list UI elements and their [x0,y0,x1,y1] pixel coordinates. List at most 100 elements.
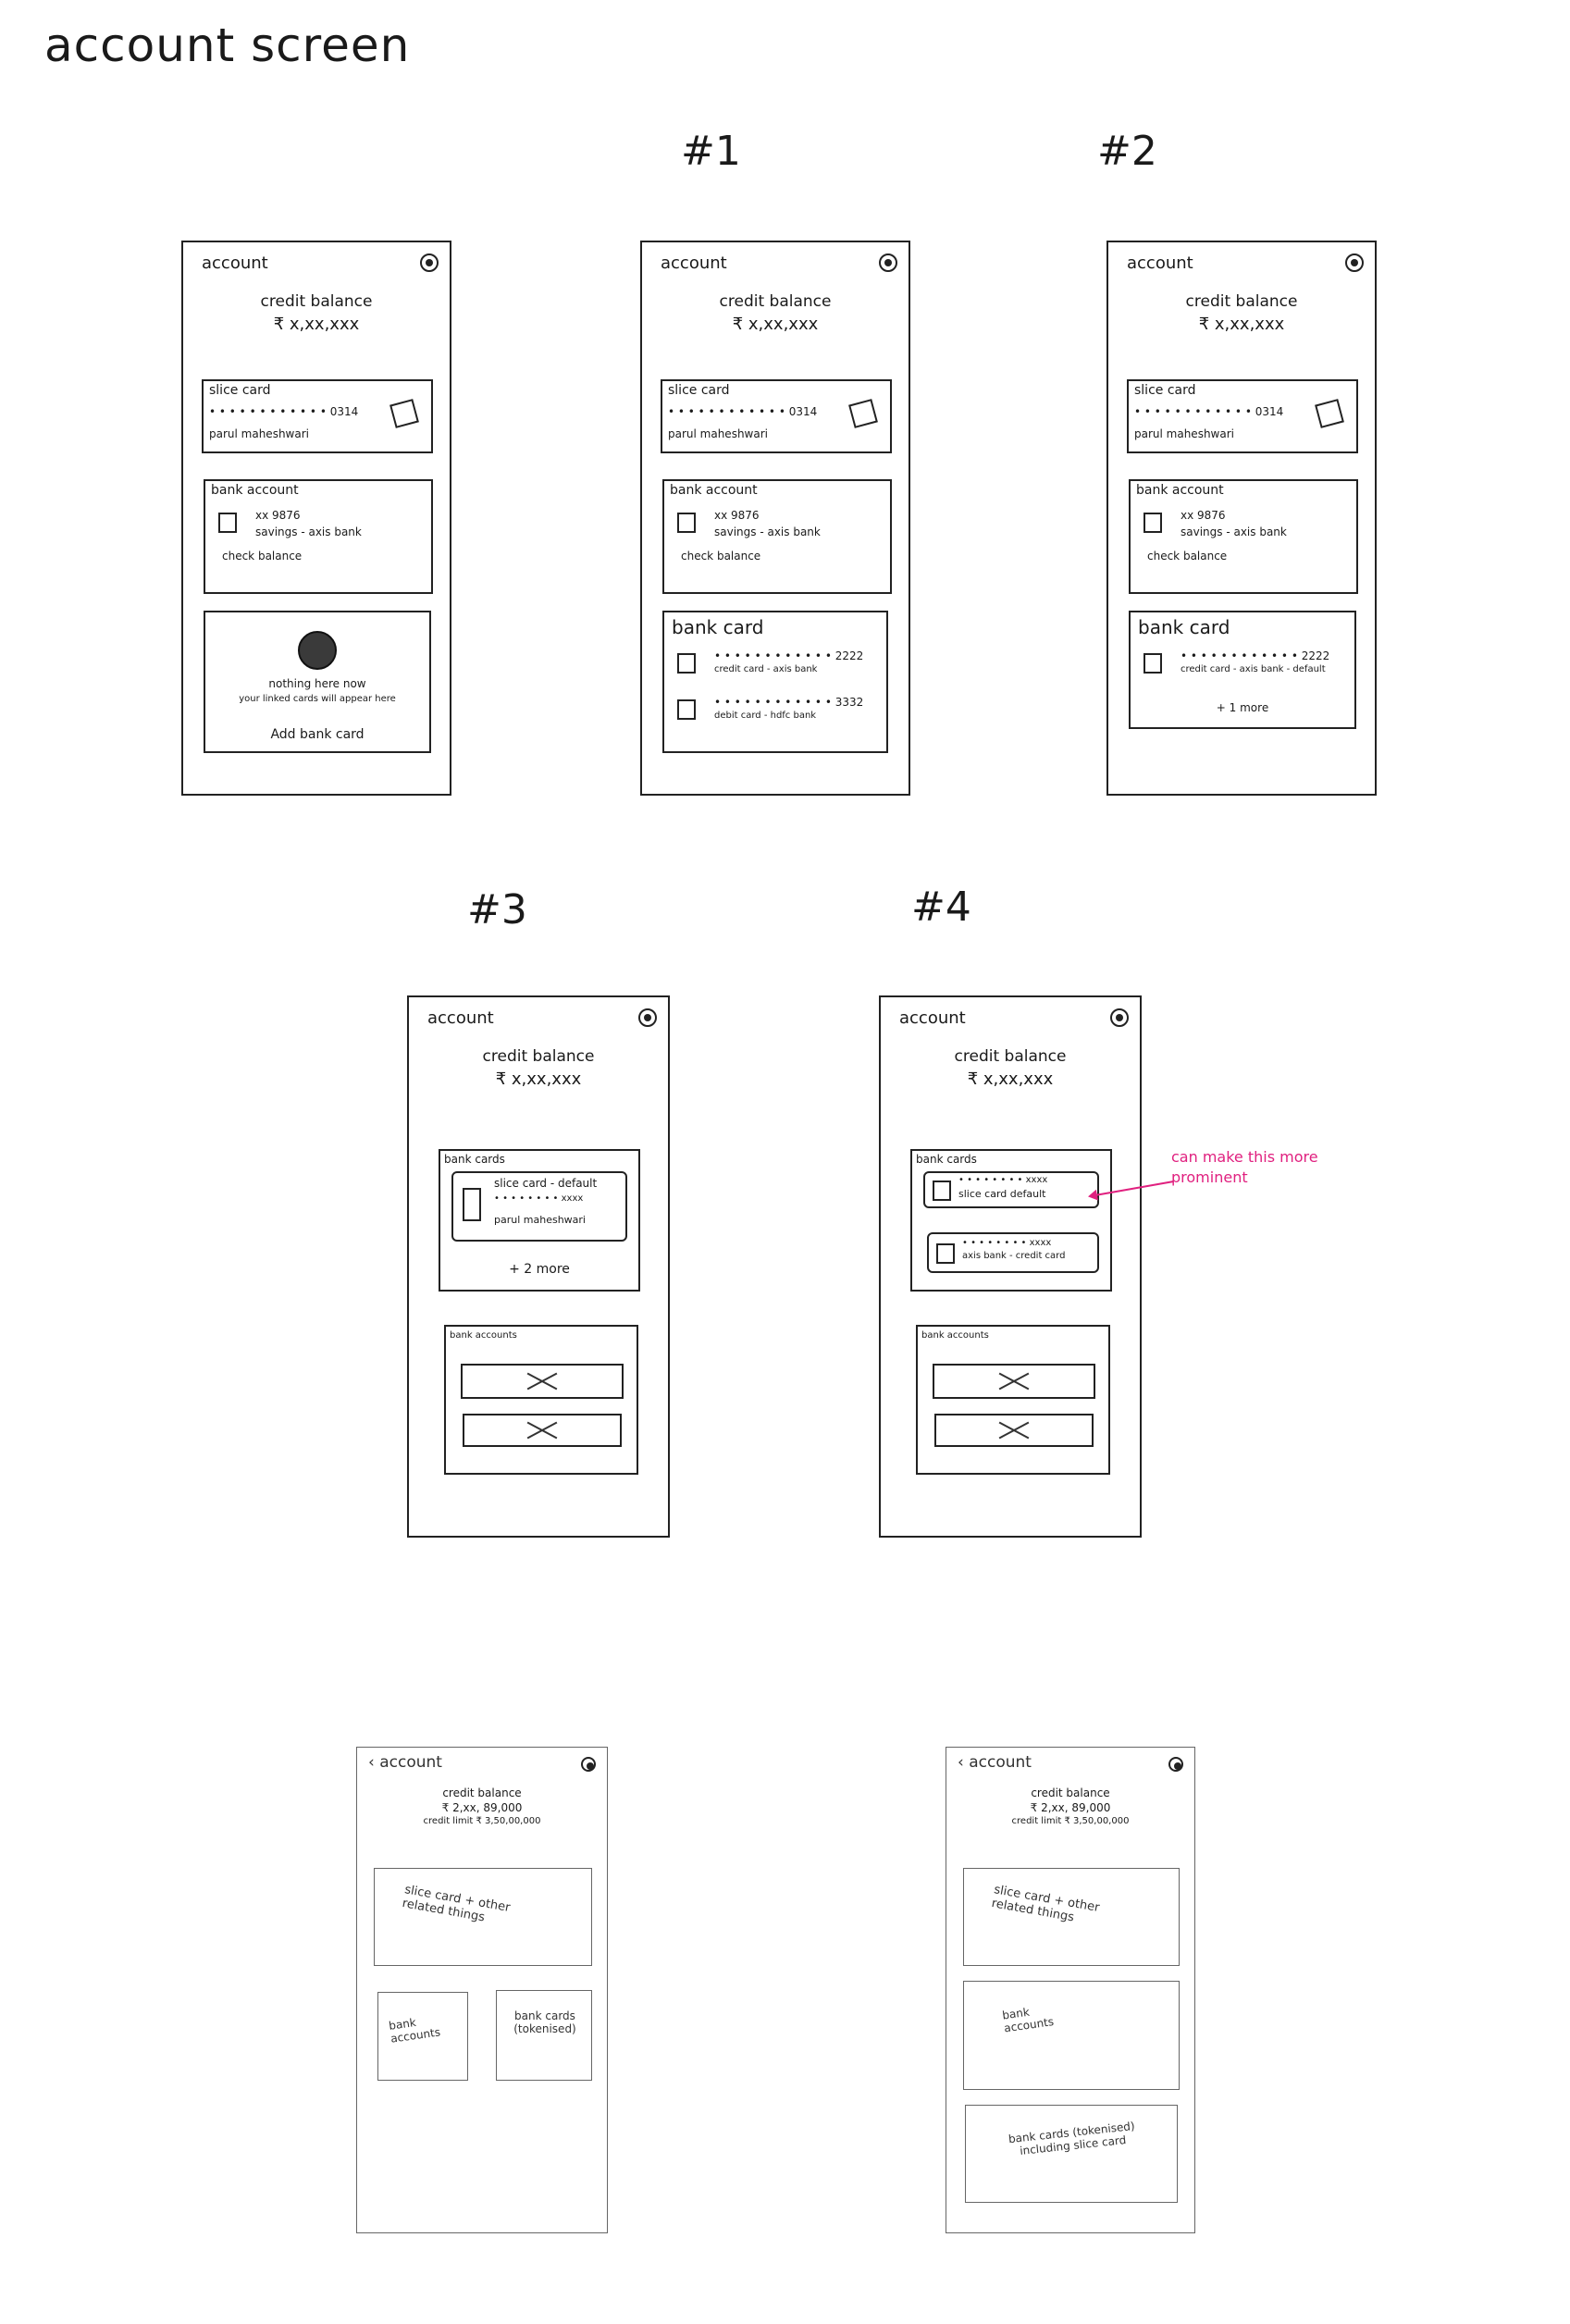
bank-cards-text: bank cards (tokenised) including slice c… [1008,2119,1136,2157]
card-icon [389,399,419,428]
credit-limit: credit limit ₹ 3,50,00,000 [423,1816,541,1826]
card-icon [463,1188,481,1221]
account-number: xx 9876 [255,509,301,522]
card-2-number: • • • • • • • • • • • • 3332 [714,696,864,709]
bank-account-label: bank account [211,483,299,498]
bank-cards-label: bank cards [444,1153,505,1166]
back-chevron-icon[interactable]: ‹ [368,1753,380,1772]
card-1-number: • • • • • • • • xxxx [958,1175,1048,1185]
card-icon [1144,653,1162,674]
wireframe-screen-5: ‹ account credit balance ₹ 2,xx, 89,000 … [356,1747,608,2233]
bank-accounts-box[interactable]: bank accounts [377,1992,468,2081]
avatar-icon[interactable] [638,1008,657,1027]
screen-header: account [427,1008,494,1028]
label-1: #1 [681,128,741,175]
bank-card-box[interactable]: bank card • • • • • • • • • • • • 2222 c… [662,611,888,753]
credit-balance-amount: ₹ x,xx,xxx [1198,315,1285,334]
slice-card-name: parul maheshwari [209,427,309,440]
avatar-icon[interactable] [581,1757,596,1772]
card-1-type: slice card default [958,1188,1046,1200]
placeholder-account-1[interactable] [933,1364,1095,1399]
slice-card-name: parul maheshwari [668,427,768,440]
credit-balance-label: credit balance [260,292,373,311]
placeholder-account-2[interactable] [463,1414,622,1447]
credit-balance: credit balance ₹ x,xx,xxx [881,1047,1140,1089]
back-chevron-icon[interactable]: ‹ [958,1753,970,1772]
avatar-icon[interactable] [420,253,439,272]
avatar-icon[interactable] [1168,1757,1183,1772]
empty-state-icon [298,631,337,670]
card-2-type: debit card - hdfc bank [714,711,817,721]
slice-card-box[interactable]: slice card • • • • • • • • • • • • 0314 … [1127,379,1358,453]
bank-card-label: bank card [672,616,764,638]
credit-balance: credit balance ₹ x,xx,xxx [1108,292,1375,334]
slice-card-number: • • • • • • • • • • • • 0314 [668,405,818,418]
bank-cards-label: bank cards [916,1153,977,1166]
bank-cards-box[interactable]: bank cards (tokenised) including slice c… [965,2105,1178,2203]
avatar-icon[interactable] [1110,1008,1129,1027]
slice-card-label: slice card [668,383,730,398]
slice-related-box[interactable]: slice card + other related things [963,1868,1180,1966]
credit-balance-label: credit balance [1031,1786,1110,1799]
bank-cards-box: bank cards slice card - default • • • • … [439,1149,640,1292]
credit-balance: credit balance ₹ x,xx,xxx [183,292,450,334]
card-item-2[interactable]: • • • • • • • • xxxx axis bank - credit … [927,1232,1099,1273]
bank-account-box[interactable]: bank account xx 9876 savings - axis bank… [204,479,433,594]
add-bank-card-button[interactable]: Add bank card [270,727,365,742]
more-cards-link[interactable]: + 1 more [1216,701,1269,714]
bank-accounts-box[interactable]: bank accounts [963,1981,1180,2090]
slice-card-box[interactable]: slice card • • • • • • • • • • • • 0314 … [661,379,892,453]
slice-related-box[interactable]: slice card + other related things [374,1868,592,1966]
slice-card-label: slice card [209,383,271,398]
credit-balance-amount: ₹ x,xx,xxx [273,315,360,334]
card-item-1[interactable]: • • • • • • • • xxxx slice card default [923,1171,1099,1208]
slice-card-label: slice card [1134,383,1196,398]
bank-card-label: bank card [1138,616,1230,638]
credit-balance-label: credit balance [719,292,832,311]
credit-balance: credit balance ₹ x,xx,xxx [409,1047,668,1089]
avatar-icon[interactable] [1345,253,1364,272]
bank-cards-text: bank cards (tokenised) [513,2009,576,2035]
avatar-icon[interactable] [879,253,897,272]
account-type: savings - axis bank [714,525,821,538]
card-2-type: axis bank - credit card [962,1251,1066,1261]
card-icon [1315,399,1344,428]
placeholder-account-2[interactable] [934,1414,1094,1447]
credit-balance-amount: ₹ x,xx,xxx [967,1069,1054,1089]
card-2-number: • • • • • • • • xxxx [962,1238,1052,1248]
credit-balance-label: credit balance [442,1786,522,1799]
empty-title: nothing here now [268,677,366,690]
account-type: savings - axis bank [255,525,362,538]
credit-balance-amount: ₹ 2,xx, 89,000 [441,1801,523,1814]
slice-card-item[interactable]: slice card - default • • • • • • • • xxx… [451,1171,627,1242]
check-balance-link[interactable]: check balance [222,550,303,562]
account-number: xx 9876 [714,509,760,522]
card-1-default: credit card - axis bank - default [1181,664,1326,674]
wireframe-screen-initial: account credit balance ₹ x,xx,xxx slice … [181,241,451,796]
credit-balance-amount: ₹ x,xx,xxx [732,315,819,334]
placeholder-account-1[interactable] [461,1364,624,1399]
bank-account-box[interactable]: bank account xx 9876 savings - axis bank… [1129,479,1358,594]
screen-header: account [202,253,268,273]
bank-accounts-label: bank accounts [450,1330,517,1341]
slice-related-text: slice card + other related things [990,1883,1101,1925]
slice-card-box[interactable]: slice card • • • • • • • • • • • • 0314 … [202,379,433,453]
check-balance-link[interactable]: check balance [681,550,761,562]
more-cards-link[interactable]: + 2 more [509,1262,570,1277]
wireframe-screen-2: account credit balance ₹ x,xx,xxx slice … [1106,241,1377,796]
bank-accounts-box: bank accounts [444,1325,638,1475]
bank-card-box[interactable]: bank card • • • • • • • • • • • • 2222 c… [1129,611,1356,729]
check-balance-link[interactable]: check balance [1147,550,1228,562]
empty-cards-box: nothing here now your linked cards will … [204,611,431,753]
slice-card-number: • • • • • • • • • • • • 0314 [209,405,359,418]
credit-balance: credit balance ₹ 2,xx, 89,000 credit lim… [946,1786,1194,1826]
bank-account-box[interactable]: bank account xx 9876 savings - axis bank… [662,479,892,594]
credit-balance-label: credit balance [482,1047,595,1066]
bank-cards-box[interactable]: bank cards (tokenised) [496,1990,592,2081]
screen-header: account [661,253,727,273]
card-1-number: • • • • • • • • • • • • 2222 [714,649,864,662]
bank-accounts-text: bank accounts [1001,2005,1055,2035]
account-number: xx 9876 [1181,509,1226,522]
slice-default-label: slice card - default [494,1177,598,1190]
page-title: account screen [44,19,411,72]
